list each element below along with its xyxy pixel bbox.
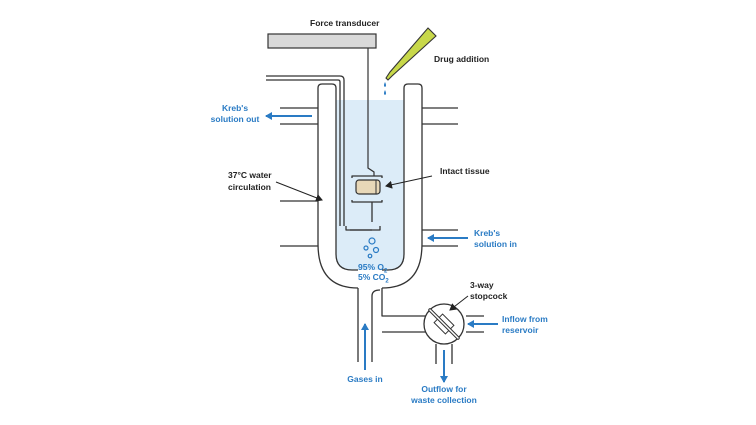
stopcock-label-2: stopcock [470, 291, 508, 301]
water-circulation-label-1: 37°C water [228, 170, 272, 180]
drop-1 [384, 82, 386, 87]
krebs-in-label-1: Kreb's [474, 228, 500, 238]
bottom-tubing [357, 288, 484, 364]
drop-2 [384, 90, 386, 95]
inflow-label-2: reservoir [502, 325, 539, 335]
gases-in-label: Gases in [347, 374, 382, 384]
krebs-in-label-2: solution in [474, 239, 517, 249]
stopcock-label-1: 3-way [470, 280, 494, 290]
gas-co2-label: 5% CO2 [358, 272, 389, 285]
tissue-sample [355, 179, 381, 195]
outflow-label-2: waste collection [410, 395, 477, 405]
water-circulation-label-2: circulation [228, 182, 271, 192]
krebs-out-label-2: solution out [211, 114, 260, 124]
water-circulation-leader [275, 181, 323, 202]
stopcock[interactable] [423, 303, 465, 345]
stopcock-leader [449, 295, 469, 311]
tissue-holder [345, 44, 383, 231]
inflow-label-1: Inflow from [502, 314, 548, 324]
pipette [385, 27, 437, 81]
outflow-label-1: Outflow for [421, 384, 467, 394]
force-transducer-label: Force transducer [310, 18, 380, 28]
intact-tissue-label: Intact tissue [440, 166, 490, 176]
force-transducer-block [267, 33, 377, 49]
drug-addition-label: Drug addition [434, 54, 489, 64]
gas-bubbles [363, 237, 380, 259]
krebs-out-label-1: Kreb's [222, 103, 248, 113]
intact-tissue-leader [385, 175, 433, 189]
gas-o2-label: 95% O2 [358, 262, 388, 275]
water-jacket [266, 75, 458, 289]
